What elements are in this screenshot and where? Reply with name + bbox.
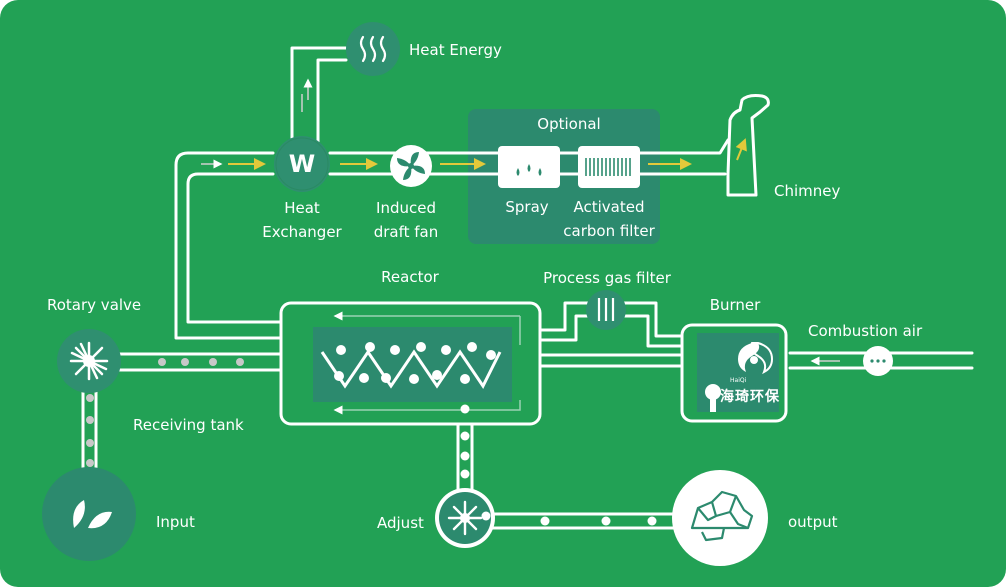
optional-panel xyxy=(468,109,660,244)
induced-fan-label-2: draft fan xyxy=(373,223,439,241)
rotary-valve-icon xyxy=(57,329,121,393)
gas-filter-icon xyxy=(586,290,626,330)
burner-frame xyxy=(680,323,788,423)
spray-icon xyxy=(498,146,560,188)
brand-sub: HaiQi xyxy=(730,377,747,384)
brand-name: 海琦环保 xyxy=(720,389,780,405)
heat-exchanger-label-2: Exchanger xyxy=(262,223,342,241)
combustion-air-label: Combustion air xyxy=(808,322,923,340)
feed-line xyxy=(116,352,283,372)
burner-return-line xyxy=(538,353,682,368)
burner-label: Burner xyxy=(709,296,761,314)
gas-line-chimney-top xyxy=(328,138,730,155)
output-dots xyxy=(460,404,657,526)
reactor-output-line xyxy=(456,422,474,492)
rocks-icon xyxy=(672,470,768,566)
process-gas-filter-label: Process gas filter xyxy=(543,269,671,287)
spray-label: Spray xyxy=(505,198,549,216)
adjust-valve-icon xyxy=(435,488,495,548)
reactor-frame xyxy=(279,301,542,426)
air-dots-icon xyxy=(863,346,893,376)
input-line xyxy=(81,381,98,472)
heat-waves-icon xyxy=(346,22,400,76)
activated-carbon-label-2: carbon filter xyxy=(563,222,655,240)
heat-exchanger-symbol: W xyxy=(288,150,316,178)
reactor-core xyxy=(313,327,512,402)
gas-line-top xyxy=(174,151,282,340)
output-line xyxy=(490,512,678,530)
fan-icon xyxy=(390,145,432,187)
gas-line-bottom xyxy=(186,172,282,324)
heat-exchanger-label-1: Heat xyxy=(284,199,320,217)
filter-line-in xyxy=(538,301,594,342)
chimney-outline xyxy=(726,94,770,197)
input-label: Input xyxy=(156,513,195,531)
output-label: output xyxy=(788,513,838,531)
rotary-valve-label: Rotary valve xyxy=(47,296,142,314)
adjust-label: Adjust xyxy=(377,514,424,532)
receiving-tank-label: Receiving tank xyxy=(133,416,244,434)
optional-label: Optional xyxy=(537,115,601,133)
chimney-label: Chimney xyxy=(774,182,841,200)
carbon-filter-icon xyxy=(578,146,640,188)
reactor-zigzag xyxy=(320,349,502,389)
reactor-label: Reactor xyxy=(381,268,439,286)
induced-fan-label-1: Induced xyxy=(376,199,436,217)
leaf-icon xyxy=(42,467,136,561)
heat-exchanger-icon xyxy=(274,136,330,192)
burner-logo-icon xyxy=(697,333,779,412)
reactor-dots xyxy=(334,342,496,384)
filter-line-out xyxy=(618,301,682,348)
heat-energy-pipe xyxy=(290,46,348,150)
heat-energy-label: Heat Energy xyxy=(409,41,502,59)
activated-carbon-label-1: Activated xyxy=(573,198,645,216)
